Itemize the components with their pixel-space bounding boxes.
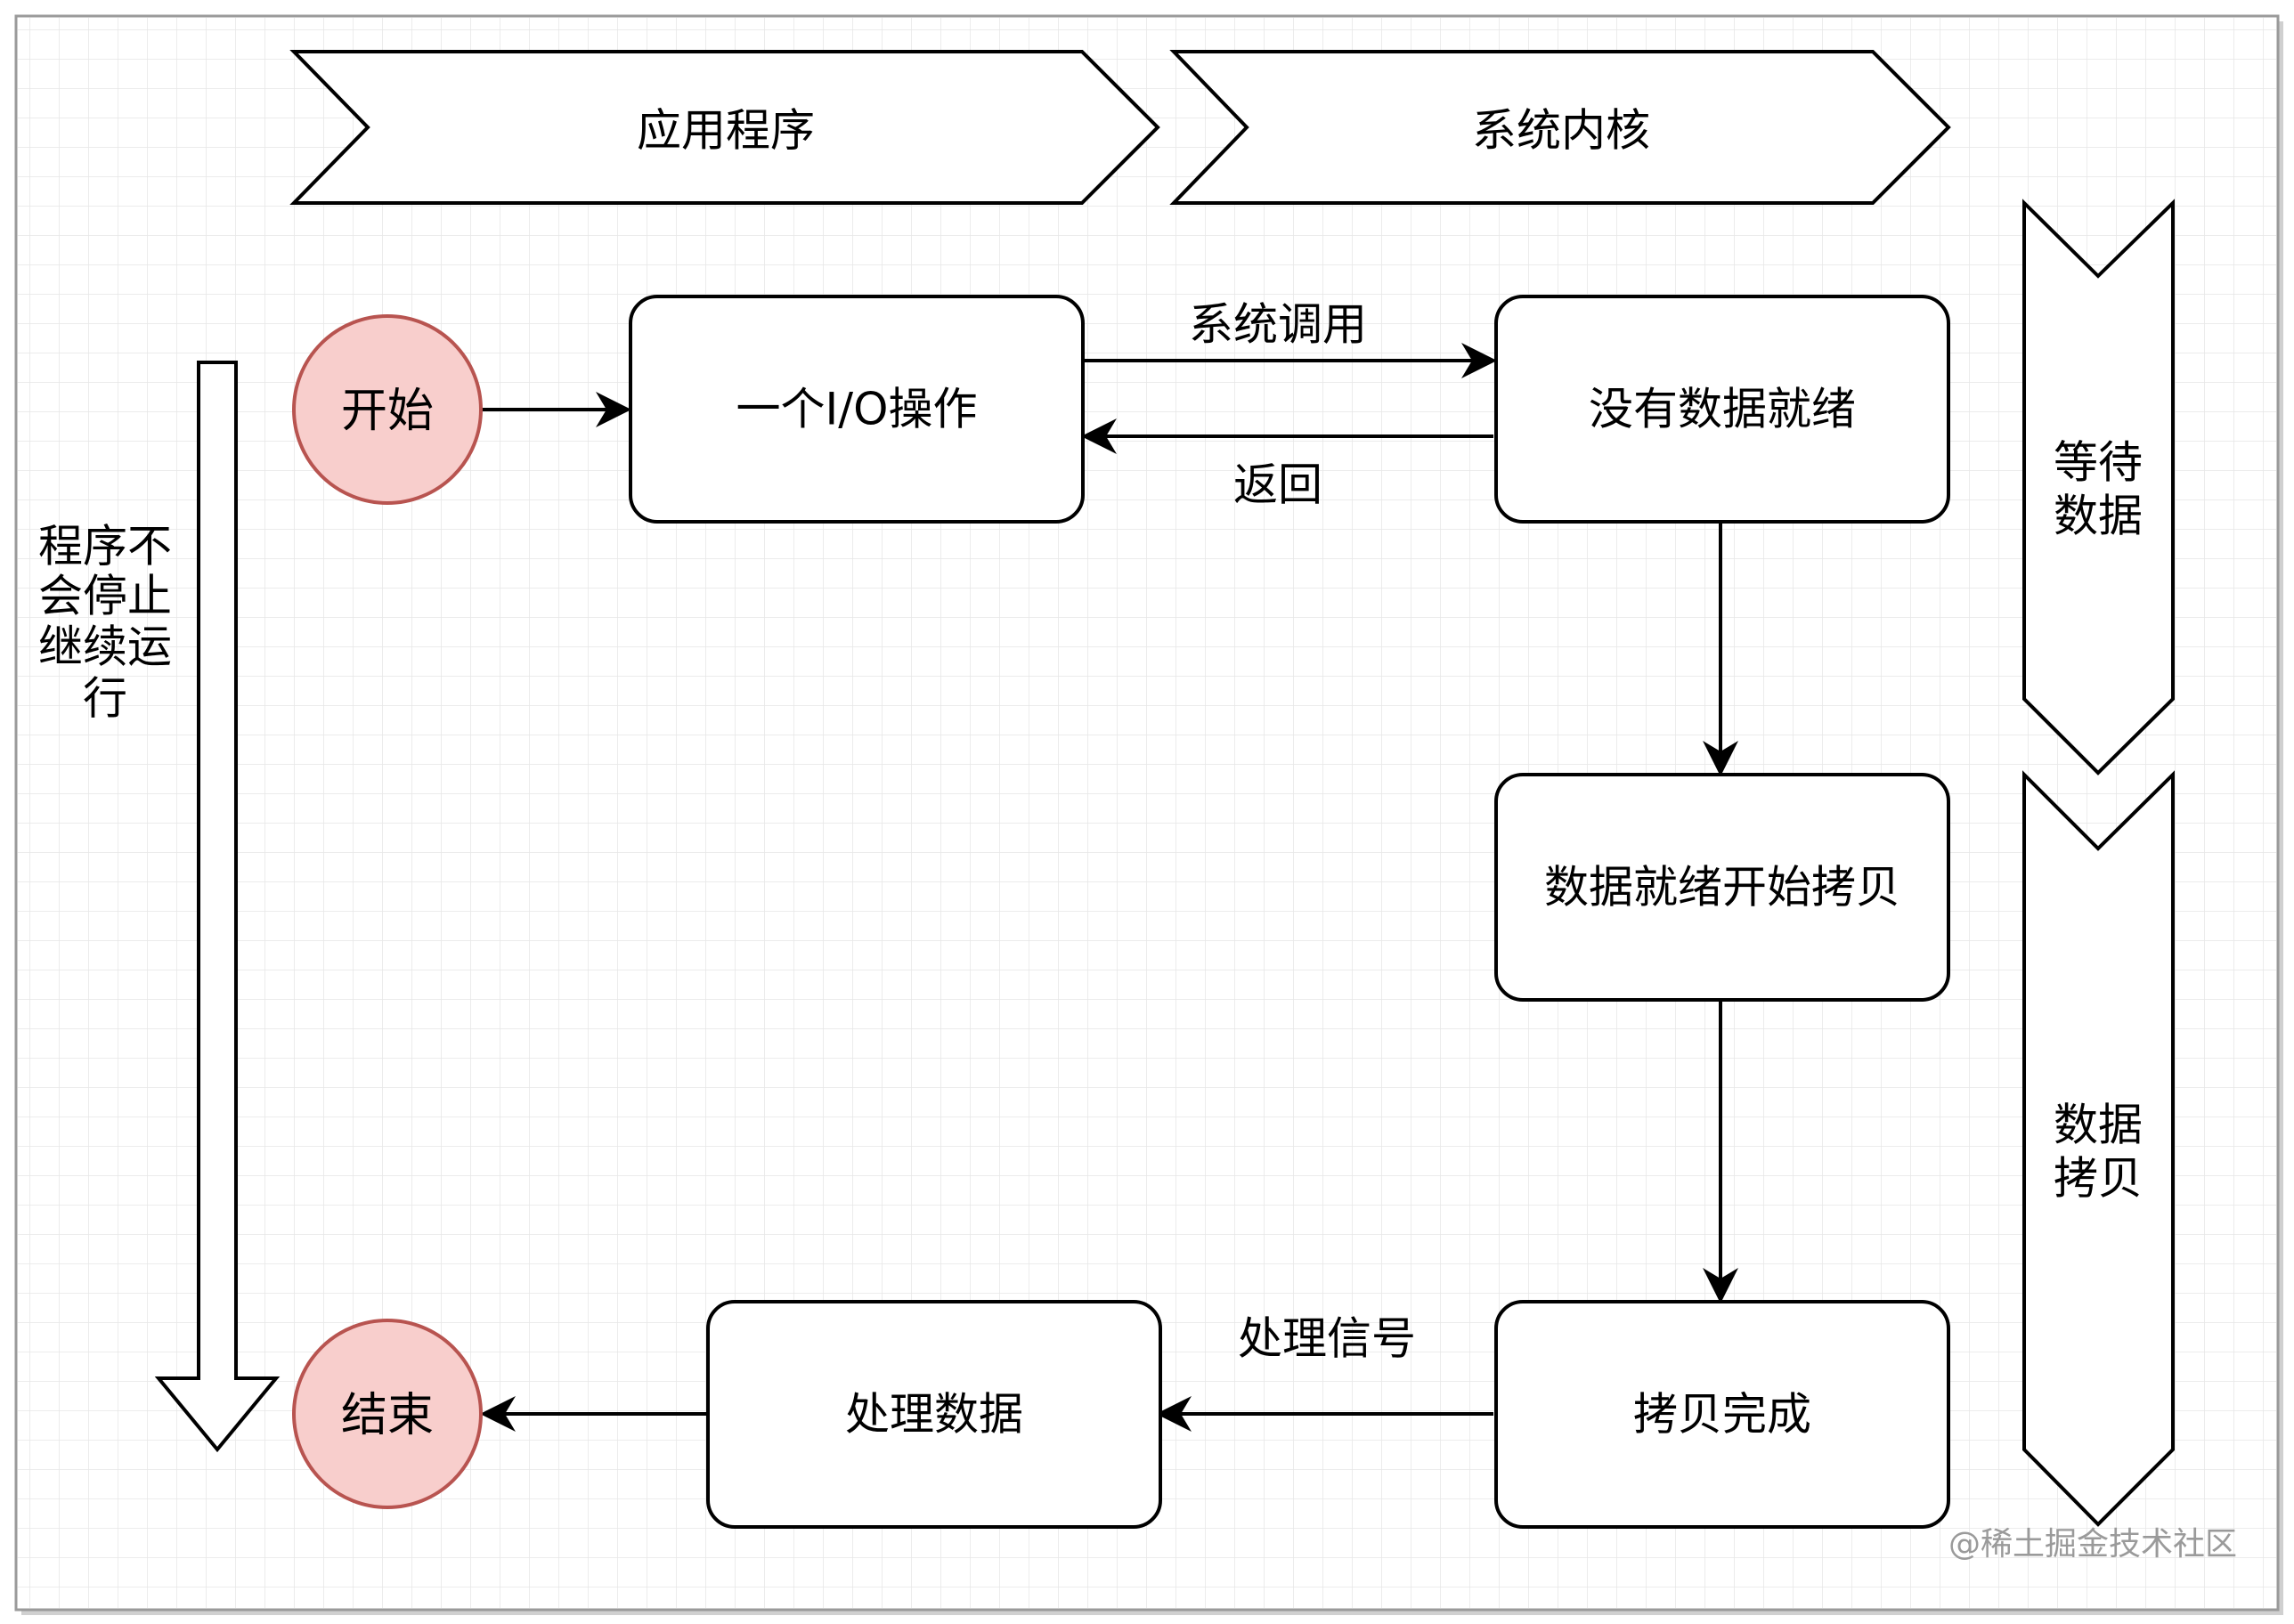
header-kernel-chevron [1169, 50, 1951, 205]
copy-start-label: 数据就绪开始拷贝 [1544, 862, 1900, 914]
timeline-down-arrow [154, 361, 281, 1453]
side-note-line-2: 会停止 [38, 571, 172, 622]
start-node-label: 开始 [341, 385, 434, 438]
end-node-label: 结束 [341, 1389, 434, 1442]
start-node [292, 314, 483, 505]
header-application-chevron [289, 50, 1160, 205]
no-data-ready-box [1494, 295, 1950, 524]
phase-copy-line-2: 拷贝 [2054, 1153, 2143, 1205]
header-application-label: 应用程序 [637, 105, 815, 157]
copy-done-label: 拷贝完成 [1633, 1389, 1811, 1441]
process-data-box [706, 1300, 1162, 1529]
end-node [292, 1319, 483, 1509]
header-kernel-label: 系统内核 [1472, 105, 1650, 157]
edge-label-syscall: 系统调用 [1189, 299, 1367, 351]
edge-label-return: 返回 [1233, 459, 1322, 511]
process-data-label: 处理数据 [845, 1389, 1023, 1441]
side-note-line-4: 行 [83, 673, 127, 725]
side-note-line-1: 程序不 [38, 521, 172, 572]
io-operation-box [629, 295, 1085, 524]
phase-copy-chevron [2022, 770, 2175, 1527]
no-data-ready-label: 没有数据就绪 [1589, 384, 1856, 435]
copy-start-box [1494, 773, 1950, 1002]
phase-wait-line-2: 数据 [2054, 491, 2143, 542]
watermark: @稀土掘金技术社区 [1948, 1526, 2237, 1563]
edge-label-signal: 处理信号 [1238, 1313, 1416, 1365]
phase-wait-chevron [2022, 199, 2175, 775]
io-operation-label: 一个I/O操作 [736, 384, 978, 435]
copy-done-box [1494, 1300, 1950, 1529]
phase-copy-line-1: 数据 [2054, 1100, 2143, 1151]
side-note-line-3: 继续运 [38, 621, 172, 673]
phase-wait-line-1: 等待 [2054, 437, 2143, 489]
